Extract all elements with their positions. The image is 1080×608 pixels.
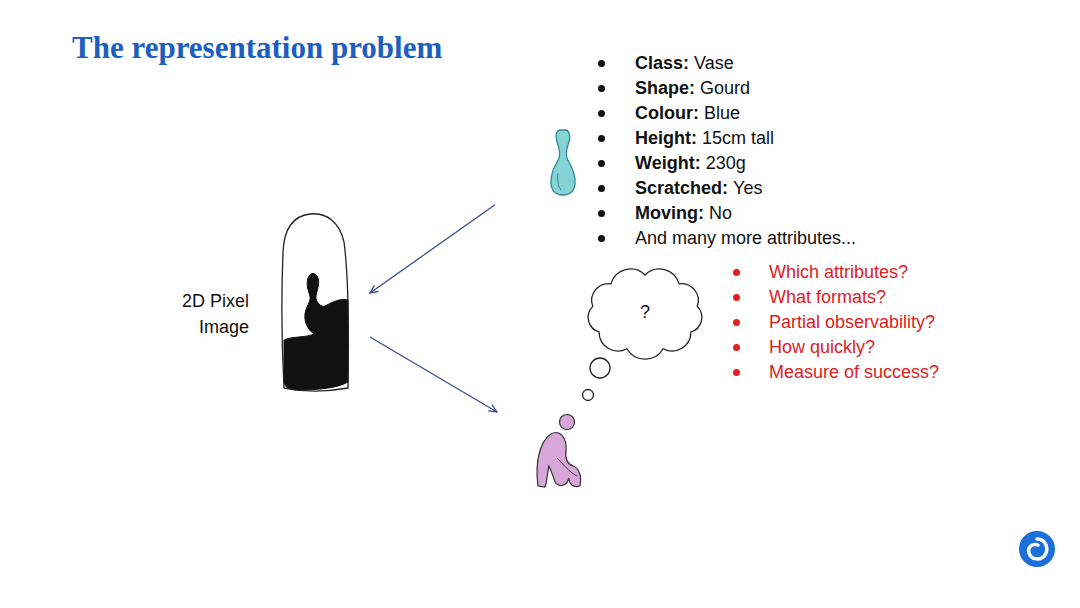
bullet (733, 369, 740, 376)
question-text: What formats? (769, 287, 886, 307)
question-row: Measure of success? (733, 360, 939, 385)
attribute-row: Colour:Blue (635, 101, 856, 126)
bullet (733, 294, 740, 301)
attribute-value: 230g (706, 151, 746, 176)
question-row: Which attributes? (733, 260, 939, 285)
bullet (598, 135, 605, 142)
attribute-value: Gourd (700, 76, 750, 101)
question-row: How quickly? (733, 335, 939, 360)
bullet (733, 344, 740, 351)
attribute-value: Vase (694, 51, 734, 76)
attribute-row: Shape:Gourd (635, 76, 856, 101)
bullet (598, 60, 605, 67)
attribute-value: 15cm tall (702, 126, 774, 151)
attribute-row: And many more attributes... (635, 226, 856, 251)
attribute-row: Moving:No (635, 201, 856, 226)
image-caption: 2D Pixel Image (149, 288, 249, 340)
attribute-name: Moving: (635, 201, 704, 226)
bullet (733, 269, 740, 276)
attribute-name: Height: (635, 126, 697, 151)
attribute-value: No (709, 201, 732, 226)
bullet (598, 210, 605, 217)
attribute-name: Colour: (635, 101, 699, 126)
observer: ? (497, 250, 712, 495)
attribute-list: Class:VaseShape:GourdColour:BlueHeight:1… (635, 51, 856, 251)
question-text: Which attributes? (769, 262, 908, 282)
question-list: Which attributes? What formats? Partial ob… (733, 260, 939, 385)
question-row: What formats? (733, 285, 939, 310)
pixel-image-frame (278, 212, 370, 394)
slide-title: The representation problem (72, 30, 442, 66)
attribute-row: Weight:230g (635, 151, 856, 176)
bullet (598, 85, 605, 92)
thought-text: ? (640, 300, 650, 325)
question-row: Partial observability? (733, 310, 939, 335)
bullet (598, 185, 605, 192)
deepmind-logo (1019, 531, 1055, 567)
attribute-note: And many more attributes... (635, 226, 856, 251)
attribute-row: Height:15cm tall (635, 126, 856, 151)
attribute-name: Shape: (635, 76, 695, 101)
object-attributes: Class:VaseShape:GourdColour:BlueHeight:1… (495, 48, 915, 213)
attribute-name: Weight: (635, 151, 701, 176)
bullet (598, 160, 605, 167)
question-text: Partial observability? (769, 312, 935, 332)
attribute-name: Scratched: (635, 176, 728, 201)
question-text: How quickly? (769, 337, 875, 357)
attribute-row: Class:Vase (635, 51, 856, 76)
bullet (733, 319, 740, 326)
arrow-connector (370, 205, 495, 293)
bullet (598, 110, 605, 117)
attribute-value: Yes (733, 176, 762, 201)
attribute-name: Class: (635, 51, 689, 76)
bullet (598, 235, 605, 242)
attribute-value: Blue (704, 101, 740, 126)
pixel-image: 2D Pixel Image (278, 212, 370, 394)
thinking-person (497, 250, 712, 495)
attribute-row: Scratched:Yes (635, 176, 856, 201)
question-text: Measure of success? (769, 362, 939, 382)
arrow-connector (370, 337, 497, 412)
